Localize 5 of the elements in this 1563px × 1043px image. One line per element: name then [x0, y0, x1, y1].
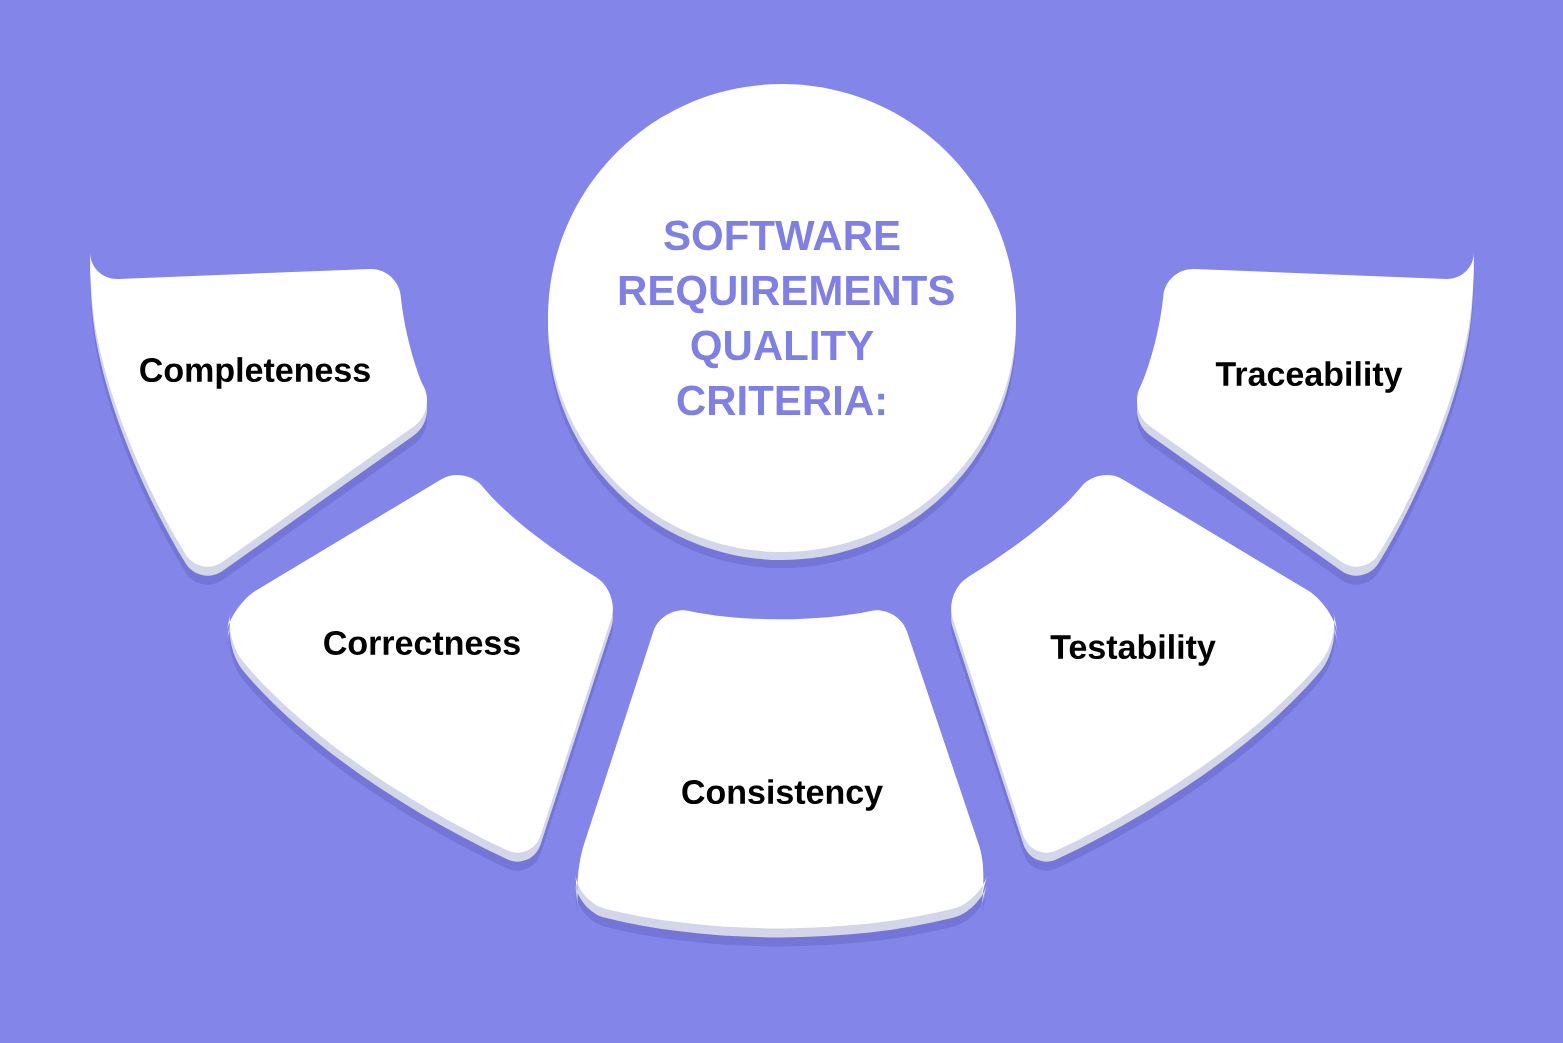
segment-box: Correctness — [226, 475, 613, 871]
segment-box: Completeness — [90, 252, 428, 585]
segment-box: Traceability — [1136, 252, 1474, 585]
segment-box: Consistency — [575, 610, 988, 947]
segment-box: Testability — [951, 475, 1338, 871]
